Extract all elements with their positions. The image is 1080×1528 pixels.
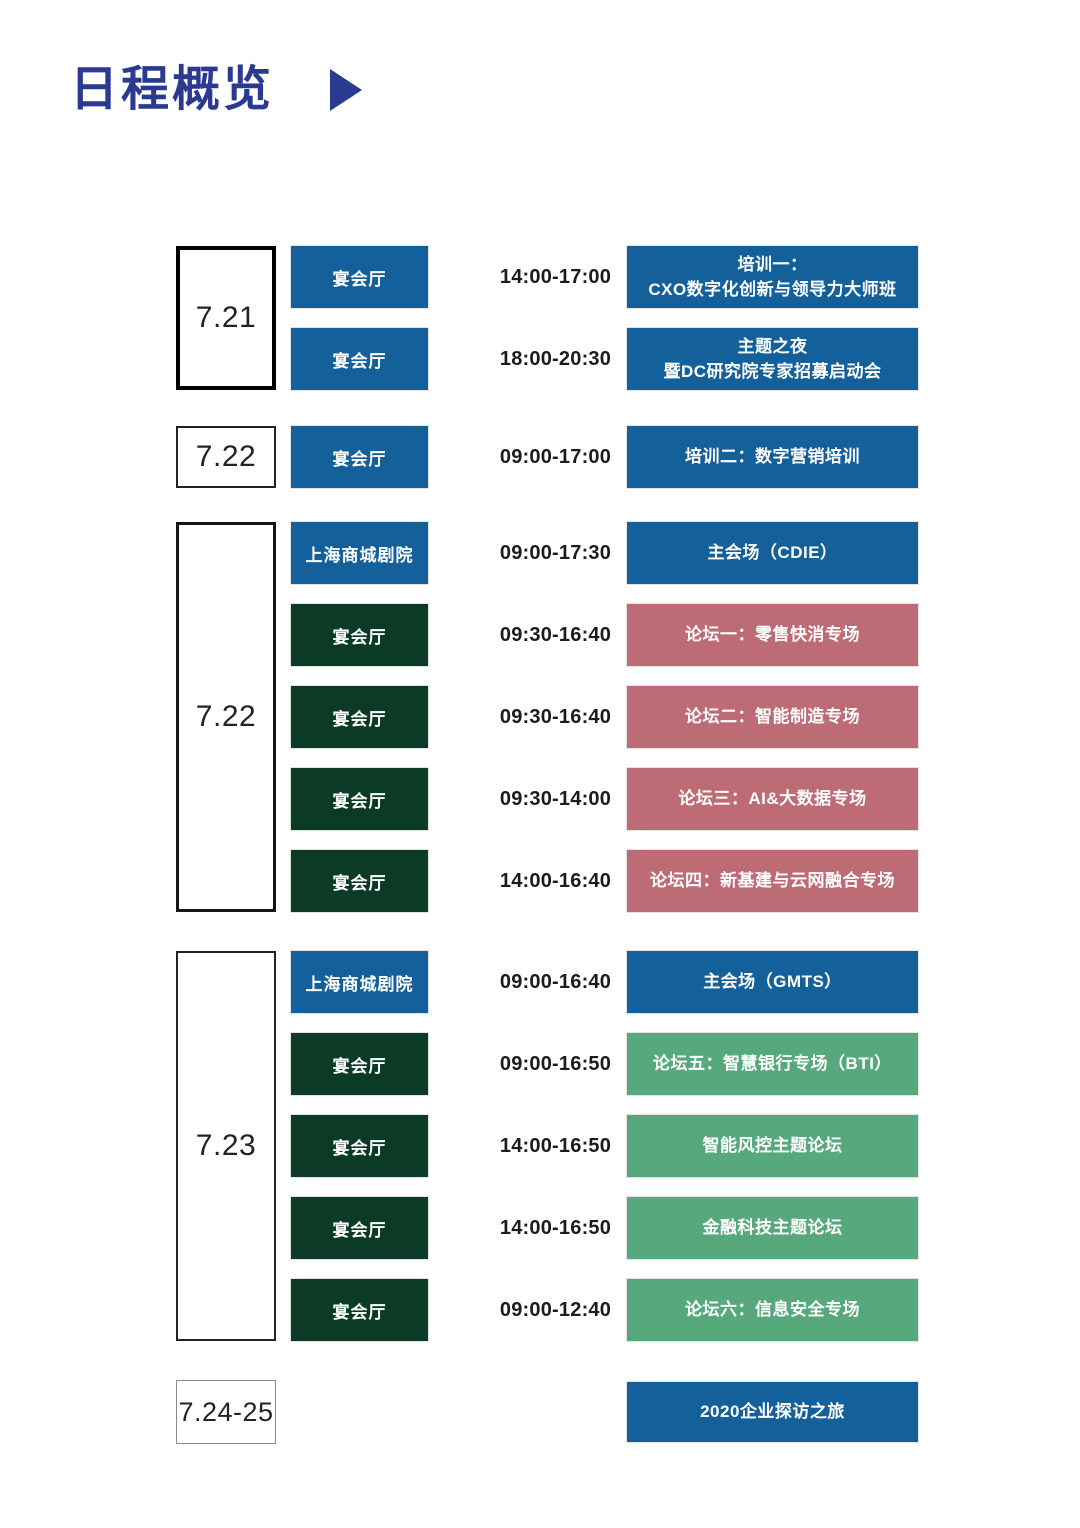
schedule-group: 7.24-25 2020企业探访之旅	[176, 1380, 1080, 1445]
time-label: 14:00-17:00	[499, 265, 612, 288]
date-box: 7.21	[176, 246, 276, 391]
venue-box: 宴会厅	[291, 1279, 428, 1342]
page-header: 日程概览	[0, 0, 1080, 117]
event-box: 2020企业探访之旅	[627, 1382, 918, 1443]
event-box: 论坛五：智慧银行专场（BTI）	[627, 1033, 918, 1096]
venue-box: 宴会厅	[291, 1197, 428, 1260]
venue-box: 宴会厅	[291, 768, 428, 831]
time-label: 09:00-12:40	[499, 1298, 612, 1321]
group-rows: 上海商城剧院 09:00-17:30 主会场（CDIE） 宴会厅 09:30-1…	[291, 522, 918, 913]
schedule-row: 宴会厅 14:00-16:40 论坛四：新基建与云网融合专场	[291, 850, 918, 913]
page-title: 日程概览	[70, 63, 275, 116]
schedule-row: 宴会厅 09:30-16:40 论坛二：智能制造专场	[291, 686, 918, 749]
group-rows: 宴会厅 14:00-17:00 培训一：CXO数字化创新与领导力大师班 宴会厅 …	[291, 246, 918, 391]
arrow-right-icon	[330, 68, 363, 111]
schedule-row: 宴会厅 14:00-16:50 金融科技主题论坛	[291, 1197, 918, 1260]
schedule-group: 7.23 上海商城剧院 09:00-16:40 主会场（GMTS） 宴会厅 09…	[176, 951, 1080, 1342]
schedule-row: 2020企业探访之旅	[291, 1380, 918, 1444]
date-label: 7.22	[195, 700, 257, 734]
event-box: 金融科技主题论坛	[627, 1197, 918, 1260]
time-label: 09:00-16:50	[499, 1052, 612, 1075]
venue-box: 宴会厅	[291, 1115, 428, 1178]
schedule-row: 宴会厅 09:00-12:40 论坛六：信息安全专场	[291, 1279, 918, 1342]
venue-box	[291, 1381, 428, 1443]
venue-box: 宴会厅	[291, 426, 428, 489]
schedule-row: 宴会厅 14:00-17:00 培训一：CXO数字化创新与领导力大师班	[291, 246, 918, 309]
venue-box: 宴会厅	[291, 686, 428, 749]
schedule-row: 宴会厅 09:30-16:40 论坛一：零售快消专场	[291, 604, 918, 667]
schedule-row: 上海商城剧院 09:00-16:40 主会场（GMTS）	[291, 951, 918, 1014]
date-label: 7.23	[195, 1129, 257, 1163]
event-box: 智能风控主题论坛	[627, 1115, 918, 1178]
venue-box: 上海商城剧院	[291, 522, 428, 585]
group-rows: 2020企业探访之旅	[291, 1380, 918, 1444]
event-box: 论坛一：零售快消专场	[627, 604, 918, 667]
event-box: 主题之夜暨DC研究院专家招募启动会	[627, 328, 918, 391]
venue-box: 宴会厅	[291, 328, 428, 391]
time-label: 14:00-16:40	[499, 869, 612, 892]
date-box: 7.22	[176, 426, 276, 489]
time-label: 09:00-16:40	[499, 970, 612, 993]
date-label: 7.21	[195, 301, 257, 335]
venue-box: 宴会厅	[291, 1033, 428, 1096]
event-box: 论坛四：新基建与云网融合专场	[627, 850, 918, 913]
group-rows: 上海商城剧院 09:00-16:40 主会场（GMTS） 宴会厅 09:00-1…	[291, 951, 918, 1342]
event-box: 培训一：CXO数字化创新与领导力大师班	[627, 246, 918, 309]
event-box: 主会场（GMTS）	[627, 951, 918, 1014]
schedule-row: 宴会厅 09:00-17:00 培训二：数字营销培训	[291, 426, 918, 489]
event-box: 论坛二：智能制造专场	[627, 686, 918, 749]
schedule-row: 上海商城剧院 09:00-17:30 主会场（CDIE）	[291, 522, 918, 585]
event-box: 论坛六：信息安全专场	[627, 1279, 918, 1342]
venue-box: 宴会厅	[291, 850, 428, 913]
event-box: 主会场（CDIE）	[627, 522, 918, 585]
date-box: 7.23	[176, 951, 276, 1342]
time-label: 09:00-17:30	[499, 541, 612, 564]
time-label: 09:00-17:00	[499, 445, 612, 468]
date-label: 7.24-25	[178, 1396, 274, 1427]
schedule-group: 7.22 上海商城剧院 09:00-17:30 主会场（CDIE） 宴会厅 09…	[176, 522, 1080, 913]
venue-box: 上海商城剧院	[291, 951, 428, 1014]
group-rows: 宴会厅 09:00-17:00 培训二：数字营销培训	[291, 426, 918, 489]
time-label: 09:30-16:40	[499, 623, 612, 646]
date-box: 7.24-25	[176, 1380, 276, 1445]
date-box: 7.22	[176, 522, 276, 913]
schedule-groups: 7.21 宴会厅 14:00-17:00 培训一：CXO数字化创新与领导力大师班…	[176, 246, 1080, 1445]
event-box: 培训二：数字营销培训	[627, 426, 918, 489]
venue-box: 宴会厅	[291, 604, 428, 667]
time-label: 14:00-16:50	[499, 1216, 612, 1239]
schedule-group: 7.22 宴会厅 09:00-17:00 培训二：数字营销培训	[176, 426, 1080, 489]
schedule-row: 宴会厅 14:00-16:50 智能风控主题论坛	[291, 1115, 918, 1178]
schedule-row: 宴会厅 09:00-16:50 论坛五：智慧银行专场（BTI）	[291, 1033, 918, 1096]
time-label: 14:00-16:50	[499, 1134, 612, 1157]
time-label: 09:30-16:40	[499, 705, 612, 728]
venue-box: 宴会厅	[291, 246, 428, 309]
event-box: 论坛三：AI&大数据专场	[627, 768, 918, 831]
schedule-row: 宴会厅 18:00-20:30 主题之夜暨DC研究院专家招募启动会	[291, 328, 918, 391]
schedule-row: 宴会厅 09:30-14:00 论坛三：AI&大数据专场	[291, 768, 918, 831]
time-label: 18:00-20:30	[499, 347, 612, 370]
schedule-group: 7.21 宴会厅 14:00-17:00 培训一：CXO数字化创新与领导力大师班…	[176, 246, 1080, 391]
time-label: 09:30-14:00	[499, 787, 612, 810]
date-label: 7.22	[195, 440, 257, 474]
